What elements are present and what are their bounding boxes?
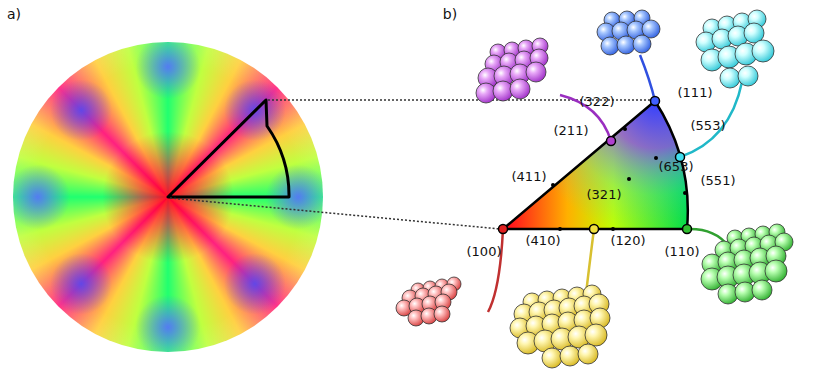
- small-markers: [551, 127, 687, 231]
- atom: [633, 35, 651, 53]
- miller-index: (211): [552, 123, 591, 138]
- miller-index: (553): [689, 118, 728, 133]
- atom: [617, 36, 635, 54]
- miller-index: (120): [609, 233, 648, 248]
- projection-line: [170, 198, 500, 229]
- atom: [752, 280, 772, 300]
- atom: [434, 306, 450, 322]
- miller-index: (321): [585, 187, 624, 202]
- atom: [510, 79, 530, 99]
- atom: [542, 348, 562, 368]
- atom: [578, 344, 598, 364]
- atom: [585, 324, 607, 346]
- miller-index: (551): [699, 173, 738, 188]
- atom: [526, 62, 546, 82]
- miller-index: (322): [578, 94, 617, 109]
- atom: [765, 260, 787, 282]
- miller-index: (111): [676, 85, 715, 100]
- miller-index: (653): [657, 159, 696, 174]
- miller-index: (411): [510, 169, 549, 184]
- atom: [560, 346, 580, 366]
- atom: [752, 40, 774, 62]
- panel-label: b): [441, 6, 459, 22]
- leader-line: [640, 55, 655, 101]
- leader-line: [488, 229, 503, 312]
- atom-clusters: [396, 10, 793, 368]
- atom: [738, 66, 758, 86]
- atom: [601, 37, 619, 55]
- miller-index: (110): [663, 244, 702, 259]
- panel-label: a): [5, 6, 23, 22]
- miller-index: (410): [524, 233, 563, 248]
- miller-index: (100): [465, 244, 504, 259]
- atom: [720, 68, 740, 88]
- wedge-outline: [168, 100, 289, 197]
